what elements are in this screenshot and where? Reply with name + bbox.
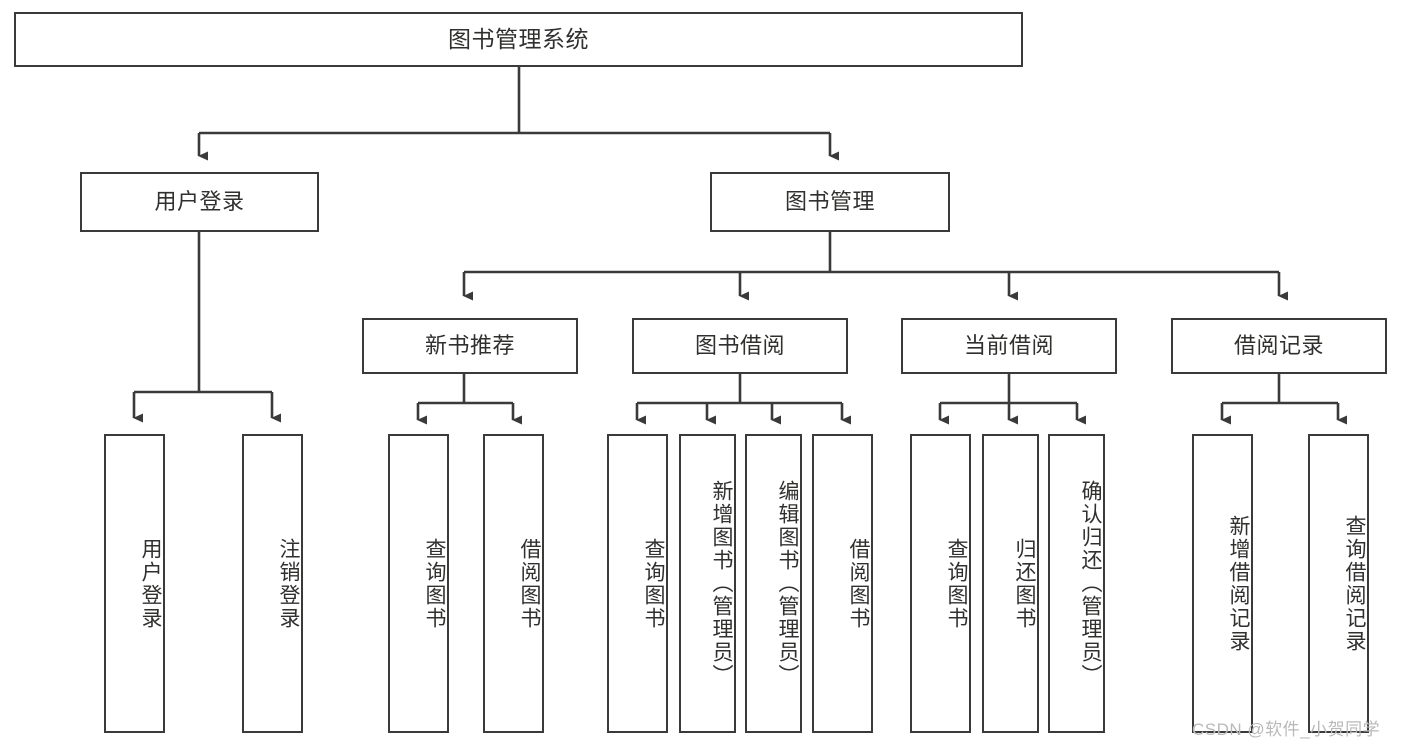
node-label: 新书推荐 [424, 332, 515, 358]
leaf-user-login-login[interactable]: 用户登录 [104, 434, 165, 733]
node-label: 查询图书 [642, 537, 665, 630]
node-label: 确认归还（管理员） [1079, 480, 1102, 687]
node-label: 当前借阅 [963, 332, 1054, 358]
node-user-login[interactable]: 用户登录 [80, 172, 319, 232]
node-label: 查询图书 [945, 537, 968, 630]
leaf-borrow-record-query-record[interactable]: 查询借阅记录 [1308, 434, 1369, 733]
node-borrow-record[interactable]: 借阅记录 [1171, 318, 1387, 374]
node-label: 借阅图书 [847, 537, 870, 630]
leaf-book-borrow-query-book[interactable]: 查询图书 [607, 434, 668, 733]
node-label: 查询图书 [423, 537, 446, 630]
watermark-text: CSDN @软件_小贺同学 [1192, 720, 1381, 739]
leaf-user-login-logout[interactable]: 注销登录 [242, 434, 303, 733]
node-label: 借阅图书 [518, 537, 541, 630]
node-current-borrow[interactable]: 当前借阅 [901, 318, 1117, 374]
leaf-current-borrow-query-book[interactable]: 查询图书 [910, 434, 971, 733]
node-label: 归还图书 [1013, 537, 1036, 630]
leaf-new-book-borrow-book[interactable]: 借阅图书 [483, 434, 544, 733]
node-label: 图书管理 [784, 188, 875, 214]
leaf-book-borrow-borrow-book[interactable]: 借阅图书 [812, 434, 873, 733]
node-label: 用户登录 [154, 188, 245, 214]
node-label: 编辑图书（管理员） [776, 480, 799, 687]
leaf-book-borrow-edit-book-admin[interactable]: 编辑图书（管理员） [745, 434, 802, 733]
node-label: 注销登录 [277, 537, 300, 630]
leaf-current-borrow-confirm-return-admin[interactable]: 确认归还（管理员） [1048, 434, 1105, 733]
node-label: 新增借阅记录 [1227, 514, 1250, 653]
node-book-management[interactable]: 图书管理 [710, 172, 950, 232]
node-label: 图书管理系统 [448, 25, 589, 52]
node-label: 图书借阅 [694, 332, 785, 358]
leaf-book-borrow-add-book-admin[interactable]: 新增图书（管理员） [679, 434, 736, 733]
node-label: 借阅记录 [1233, 332, 1324, 358]
leaf-borrow-record-add-record[interactable]: 新增借阅记录 [1192, 434, 1253, 733]
node-root-book-management-system[interactable]: 图书管理系统 [14, 12, 1023, 67]
node-new-book-recommend[interactable]: 新书推荐 [362, 318, 578, 374]
node-book-borrow[interactable]: 图书借阅 [632, 318, 848, 374]
node-label: 用户登录 [139, 537, 162, 630]
node-label: 查询借阅记录 [1343, 514, 1366, 653]
leaf-new-book-query-book[interactable]: 查询图书 [388, 434, 449, 733]
leaf-current-borrow-return-book[interactable]: 归还图书 [982, 434, 1039, 733]
node-label: 新增图书（管理员） [710, 480, 733, 687]
